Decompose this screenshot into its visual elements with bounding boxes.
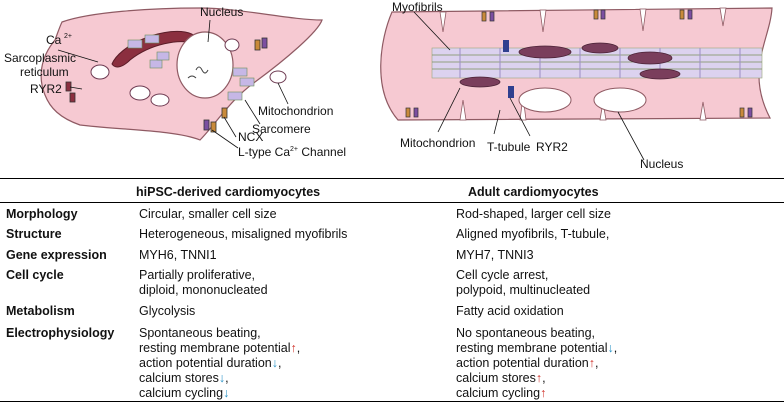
adult-mitochondria <box>459 42 681 88</box>
cell-hipsc-metabolism: Glycolysis <box>139 304 196 318</box>
hipsc-ltype-label: L-type Ca2+ Channel <box>238 145 346 159</box>
hipsc-sr-label-line2: reticulum <box>20 65 69 79</box>
hipsc-electro-calcium-stores: calcium stores↓, <box>139 371 229 385</box>
hipsc-sarcomere-label: Sarcomere <box>252 122 311 136</box>
cell-hipsc-gene-expression: MYH6, TNNI1 <box>139 248 217 262</box>
up-arrow-icon: ↑ <box>535 371 543 385</box>
hipsc-membrane-channels <box>65 37 268 133</box>
hipsc-ca-superscript: 2+ <box>64 33 72 40</box>
adult-myofibrils <box>431 47 763 79</box>
cell-hipsc-electrophysiology: Spontaneous beating, resting membrane po… <box>139 326 300 401</box>
cell-adult-cell-cycle: Cell cycle arrest, polypoid, multinuclea… <box>456 268 590 298</box>
hipsc-sr-label-line1: Sarcoplasmic <box>4 51 76 65</box>
down-arrow-icon: ↓ <box>223 386 230 400</box>
column-header-adult: Adult cardiomyocytes <box>468 185 599 199</box>
adult-ryr2 <box>503 40 514 98</box>
cell-adult-structure: Aligned myofibrils, T-tubule, <box>456 227 610 241</box>
adult-mitochondrion-label: Mitochondrion <box>400 136 475 150</box>
down-arrow-icon: ↓ <box>218 371 226 385</box>
adult-cell-illustration: Myofibrils Mitochondrion T-tubule RYR2 N… <box>380 0 773 171</box>
hipsc-mitochondria <box>90 38 287 107</box>
adult-electro-calcium-stores: calcium stores↑, <box>456 371 546 385</box>
cell-hipsc-cell-cycle-line1: Partially proliferative, <box>139 268 256 282</box>
hipsc-nucleus <box>176 31 234 99</box>
adult-electro-spontaneous: No spontaneous beating, <box>456 326 595 340</box>
hipsc-electro-spontaneous: Spontaneous beating, <box>139 326 261 340</box>
adult-myofibrils-label: Myofibrils <box>392 0 443 14</box>
row-label-morphology: Morphology <box>6 207 78 221</box>
hipsc-ryr2-label: RYR2 <box>30 82 62 96</box>
hipsc-ncx-label: NCX <box>238 130 263 144</box>
hipsc-sarcomeres <box>127 34 255 101</box>
row-label-structure: Structure <box>6 227 62 241</box>
cell-adult-cell-cycle-line1: Cell cycle arrest, <box>456 268 549 282</box>
row-label-cell-cycle: Cell cycle <box>6 268 64 282</box>
hipsc-mitochondrion-label: Mitochondrion <box>258 104 333 118</box>
adult-ryr2-label: RYR2 <box>536 140 568 154</box>
cell-adult-gene-expression: MYH7, TNNI3 <box>456 248 534 262</box>
cell-hipsc-cell-cycle-line2: diploid, mononucleated <box>139 283 268 297</box>
table-header-rule <box>0 202 784 203</box>
cell-hipsc-structure: Heterogeneous, misaligned myofibrils <box>139 227 348 241</box>
cardiomyocyte-diagrams: Nucleus Ca 2+ Sarcoplasmic reticulum RYR… <box>4 0 773 171</box>
cell-hipsc-cell-cycle: Partially proliferative, diploid, mononu… <box>139 268 268 298</box>
down-arrow-icon: ↓ <box>271 356 278 370</box>
table-top-rule <box>0 178 784 179</box>
cell-hipsc-morphology: Circular, smaller cell size <box>139 207 277 221</box>
hipsc-cell-illustration: Nucleus Ca 2+ Sarcoplasmic reticulum RYR… <box>4 5 346 159</box>
up-arrow-icon: ↑ <box>290 341 297 355</box>
hipsc-ca-label: Ca <box>46 33 62 47</box>
adult-membrane-channels <box>405 9 753 118</box>
cell-adult-morphology: Rod-shaped, larger cell size <box>456 207 611 221</box>
cell-adult-metabolism: Fatty acid oxidation <box>456 304 564 318</box>
up-arrow-icon: ↑ <box>540 386 547 400</box>
adult-leader-lines <box>413 11 645 161</box>
adult-nucleus-label: Nucleus <box>640 157 683 171</box>
adult-electro-ap-duration: action potential duration↑, <box>456 356 599 370</box>
down-arrow-icon: ↓ <box>607 341 614 355</box>
adult-ttubules <box>439 7 727 121</box>
hipsc-electro-calcium-cycling: calcium cycling↓ <box>139 386 230 400</box>
adult-nuclei <box>518 87 647 113</box>
adult-ttubule-label: T-tubule <box>487 140 531 154</box>
table-bottom-rule <box>0 401 784 402</box>
adult-electro-calcium-cycling: calcium cycling↑ <box>456 386 547 400</box>
hipsc-leader-lines <box>57 19 289 149</box>
hipsc-electro-resting-potential: resting membrane potential↑, <box>139 341 301 355</box>
row-label-metabolism: Metabolism <box>6 304 75 318</box>
row-label-gene-expression: Gene expression <box>6 248 107 262</box>
adult-electro-resting-potential: resting membrane potential↓, <box>456 341 618 355</box>
hipsc-electro-ap-duration: action potential duration↓, <box>139 356 282 370</box>
cell-adult-cell-cycle-line2: polypoid, multinucleated <box>456 283 591 297</box>
column-header-hipsc: hiPSC-derived cardiomyocytes <box>136 185 321 199</box>
row-label-electrophysiology: Electrophysiology <box>6 326 115 340</box>
hipsc-nucleus-label: Nucleus <box>200 5 243 19</box>
up-arrow-icon: ↑ <box>588 356 595 370</box>
cell-adult-electrophysiology: No spontaneous beating, resting membrane… <box>456 326 617 401</box>
